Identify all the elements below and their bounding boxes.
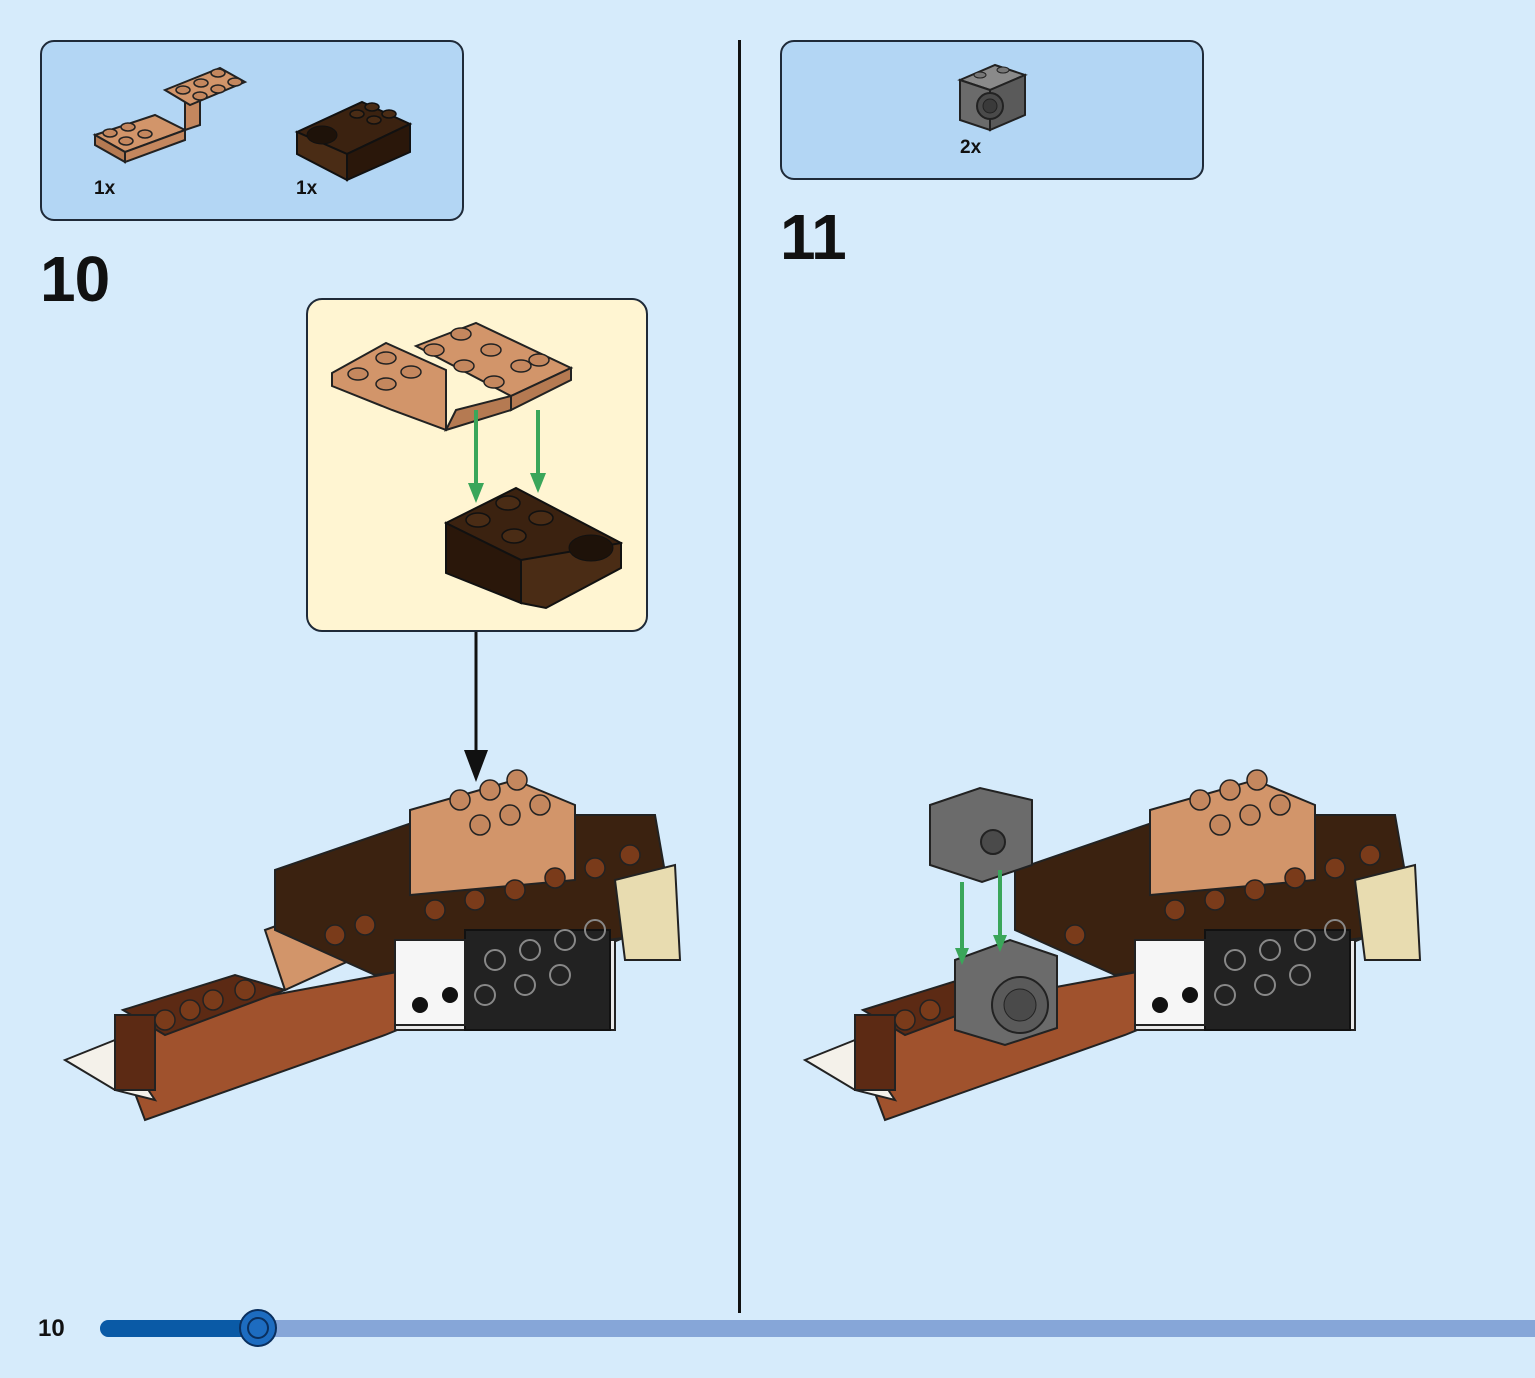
part-qty-2: 1x <box>296 178 318 199</box>
placement-arrow <box>464 632 488 782</box>
step-number-10: 10 <box>40 243 110 315</box>
page-number: 10 <box>38 1315 65 1342</box>
step-10-model-illustration <box>62 769 682 1122</box>
step-divider <box>738 40 741 1313</box>
progress-fill <box>100 1320 258 1337</box>
step-number-11: 11 <box>780 201 847 273</box>
sub-assembly-illustration <box>331 321 624 610</box>
part-qty-1: 1x <box>94 178 116 199</box>
ball-socket-brick-part-icon <box>294 100 413 182</box>
part-qty-3: 2x <box>960 137 982 158</box>
technic-brick-part-icon <box>957 63 1028 132</box>
progress-knob <box>238 1309 277 1347</box>
progress-track <box>100 1320 1535 1337</box>
step-11-model-illustration <box>802 769 1422 1122</box>
tan-bracket-plate-part-icon <box>92 66 248 164</box>
